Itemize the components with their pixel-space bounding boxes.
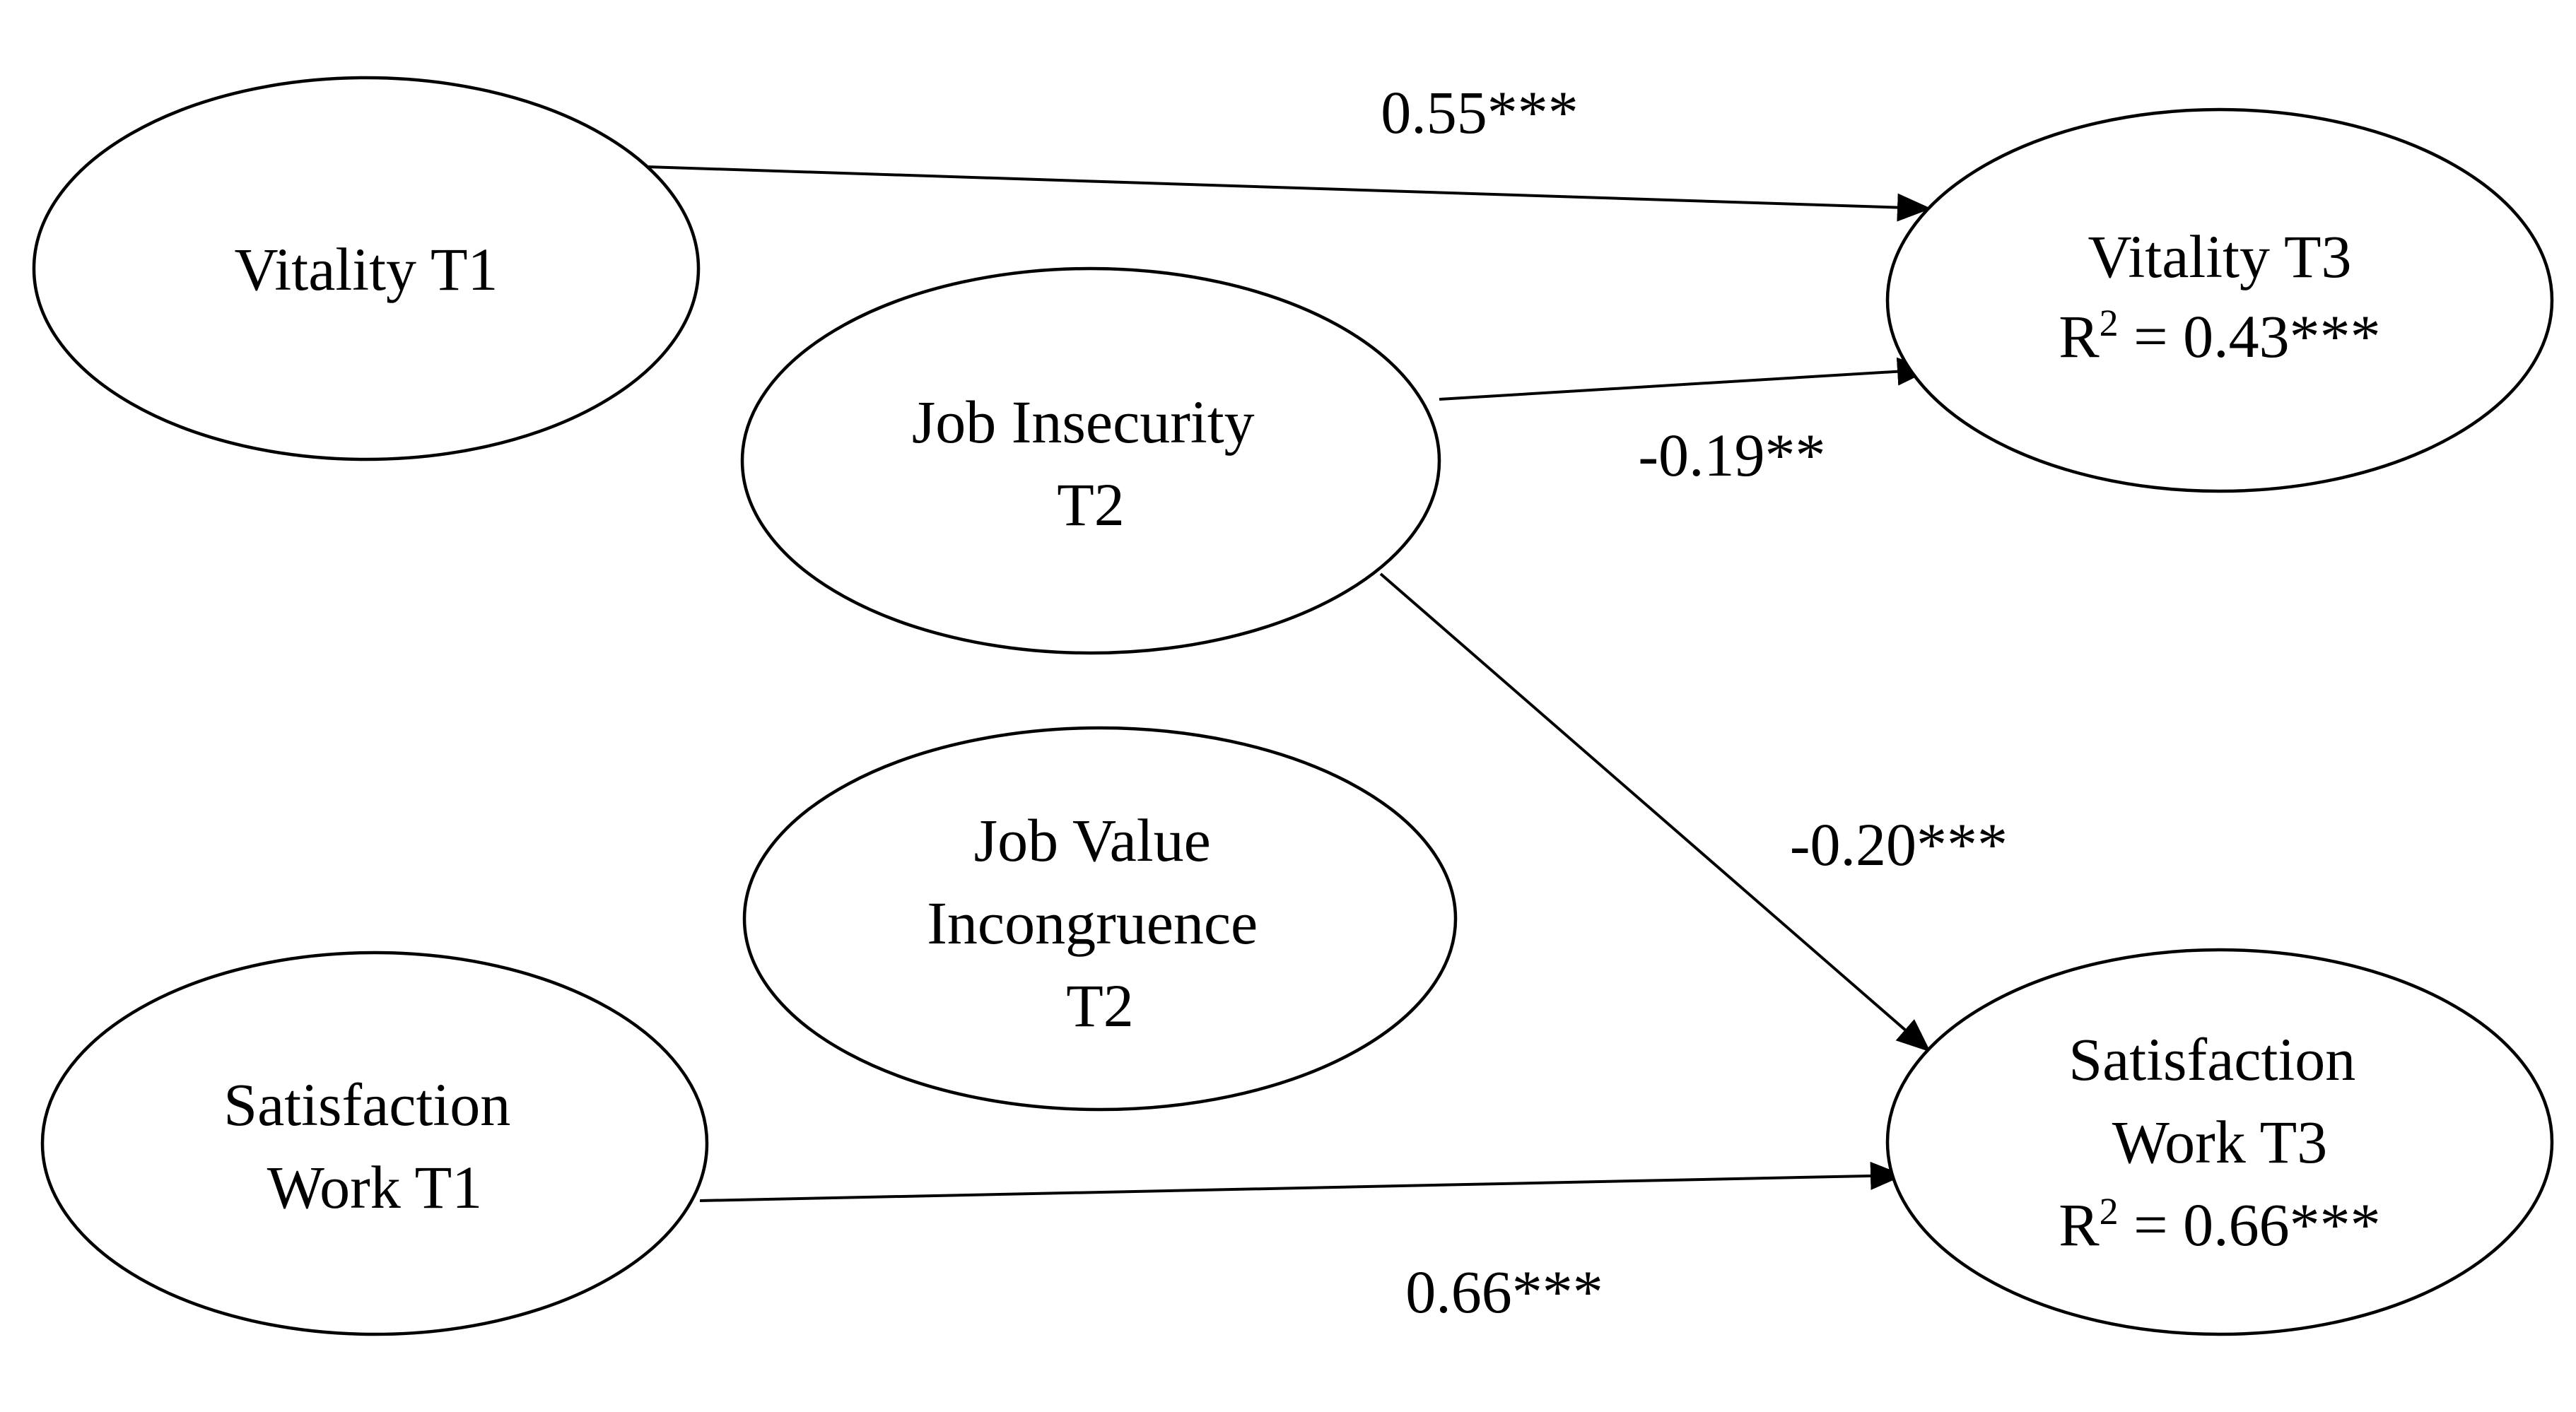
r2-prefix: R — [2059, 302, 2100, 370]
label-line: T2 — [1057, 471, 1125, 539]
node-label: Satisfaction Work T1 — [223, 1071, 526, 1221]
edge-job-insecurity-to-satisfaction-t3 — [1379, 572, 1931, 1052]
node-label: Job Value Incongruence T2 — [927, 806, 1272, 1040]
node-job-value-incongruence-t2: Job Value Incongruence T2 — [742, 726, 1458, 1112]
label-line: Incongruence — [927, 889, 1258, 957]
coefficient-job-insecurity-to-vitality-t3: -0.19** — [1638, 421, 1825, 489]
coefficient-satisfaction-t1-to-satisfaction-t3: 0.66*** — [1405, 1258, 1603, 1326]
label-line: Work T3 — [2112, 1108, 2327, 1176]
node-label: Vitality T3 — [2088, 223, 2351, 290]
edge-satisfaction-t1-to-satisfaction-t3 — [699, 1161, 1904, 1202]
label-line: Satisfaction — [2068, 1025, 2355, 1093]
label-line: Job Insecurity — [912, 388, 1255, 456]
node-job-insecurity-t2: Job Insecurity T2 — [740, 266, 1441, 655]
coefficient-job-insecurity-to-satisfaction-t3: -0.20*** — [1790, 811, 2008, 878]
r2-prefix: R — [2059, 1191, 2100, 1259]
label-line: Satisfaction — [223, 1071, 510, 1139]
label-line: Vitality T3 — [2088, 223, 2351, 290]
node-label: Job Insecurity T2 — [912, 388, 1270, 539]
node-satisfaction-work-t3: Satisfaction Work T3 R2 = 0.66*** — [1885, 948, 2554, 1336]
r2-value: = 0.43*** — [2119, 302, 2381, 370]
r-squared-label: R2 = 0.43*** — [2059, 302, 2380, 370]
r-squared-label: R2 = 0.66*** — [2059, 1190, 2380, 1259]
coefficient-vitality-t1-to-vitality-t3: 0.55*** — [1381, 78, 1579, 146]
label-line: Job Value — [974, 806, 1211, 874]
label-line: Work T1 — [267, 1153, 482, 1221]
r2-superscript: 2 — [2100, 302, 2119, 344]
r2-value: = 0.66*** — [2119, 1191, 2381, 1259]
node-vitality-t3: Vitality T3 R2 = 0.43*** — [1885, 107, 2554, 493]
r2-superscript: 2 — [2100, 1190, 2119, 1232]
edge-job-insecurity-to-vitality-t3 — [1439, 357, 1931, 401]
label-line: Vitality T1 — [234, 235, 498, 303]
label-line: T2 — [1066, 972, 1134, 1040]
node-label: Vitality T1 — [234, 235, 498, 303]
node-satisfaction-work-t1: Satisfaction Work T1 — [40, 951, 709, 1336]
node-vitality-t1: Vitality T1 — [32, 76, 701, 461]
edge-vitality-t1-to-vitality-t3 — [646, 165, 1931, 222]
node-label: Satisfaction Work T3 — [2068, 1025, 2371, 1176]
